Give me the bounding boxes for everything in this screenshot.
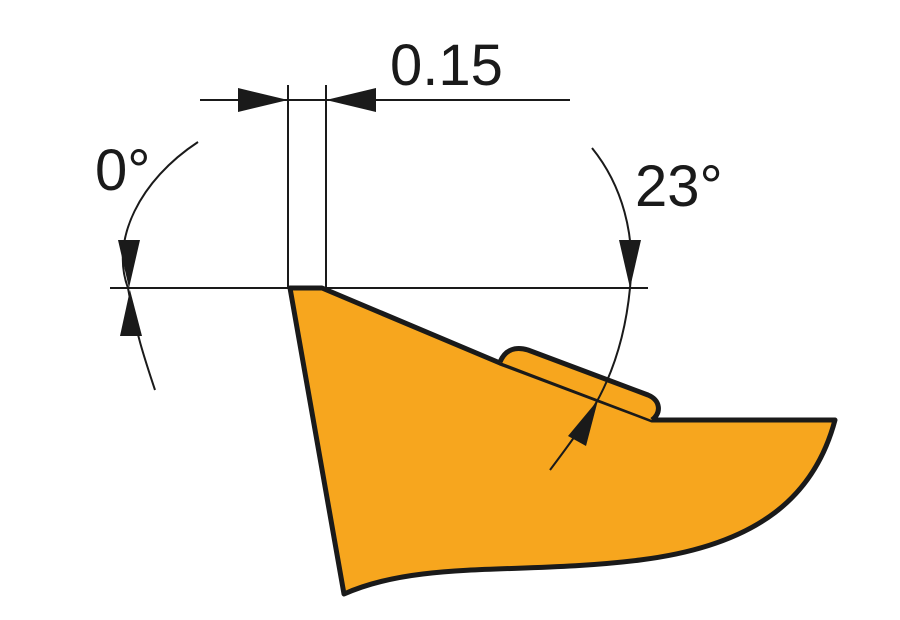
- land-width-arrow-right: [326, 88, 376, 112]
- land-angle-arc: [121, 141, 199, 391]
- land-angle-arrow-top: [118, 240, 140, 288]
- rake-angle-arrow-bottom: [568, 400, 598, 446]
- land-width-arrow-left: [238, 88, 288, 112]
- land-angle-label: 0°: [95, 138, 150, 203]
- land-width-label: 0.15: [390, 33, 503, 98]
- rake-angle-label: 23°: [635, 154, 723, 219]
- chip-breaker-bump: [497, 346, 661, 422]
- rake-angle-arrow-top: [619, 240, 641, 288]
- insert-body: [287, 285, 838, 597]
- land-angle-arrow-bottom: [120, 290, 142, 336]
